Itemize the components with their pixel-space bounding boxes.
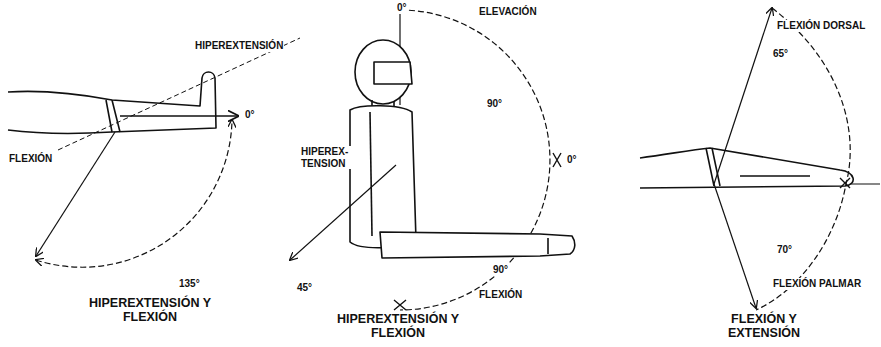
angle-label: HIPEREX- TENSION: [300, 146, 362, 169]
figure-title: FLEXIÓN Y EXTENSIÓN: [708, 312, 820, 341]
angle-label: 65°: [772, 48, 789, 60]
angle-label: HIPEREXTENSIÓN: [194, 40, 284, 52]
angle-label: 90°: [486, 98, 503, 110]
angle-label: FLEXIÓN DORSAL: [776, 20, 866, 32]
angle-label: 135°: [178, 278, 201, 290]
angle-label: 90°: [492, 264, 509, 276]
angle-label: 0°: [396, 2, 408, 14]
angle-label: FLEXIÓN: [478, 289, 523, 301]
figure-title: HIPEREXTENSIÓN Y FLEXIÓN: [332, 312, 464, 341]
figure-title: HIPEREXTENSIÓN Y FLEXIÓN: [84, 296, 216, 325]
angle-label: 0°: [244, 109, 256, 121]
angle-label: FLEXIÓN: [8, 153, 53, 165]
angle-label: 0°: [566, 154, 578, 166]
angle-label: 45°: [296, 282, 313, 294]
angle-label: FLEXIÓN PALMAR: [772, 278, 862, 290]
angle-label: 70°: [776, 244, 793, 256]
angle-label: ELEVACIÓN: [478, 6, 538, 18]
